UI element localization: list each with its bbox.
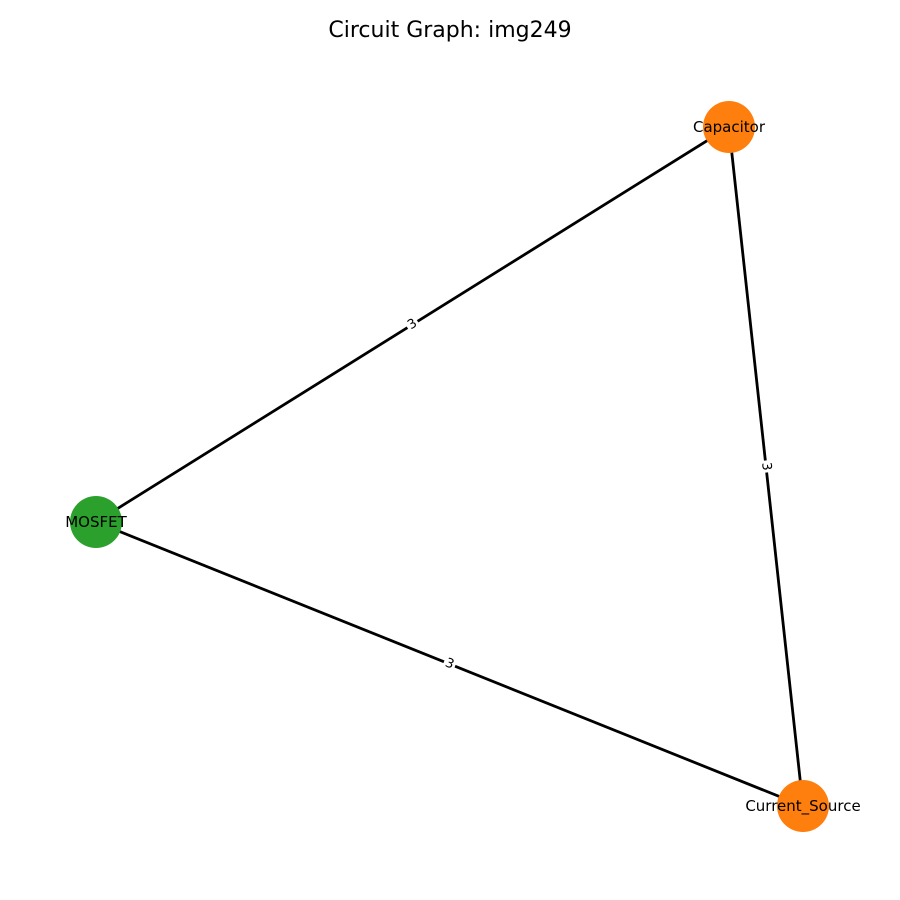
edge-label-background <box>403 315 422 334</box>
edge-label-group: 3 <box>441 654 458 674</box>
edge-weight-label: 3 <box>758 462 774 472</box>
node-label-mosfet: MOSFET <box>65 513 127 531</box>
edge-label-group: 3 <box>403 315 422 334</box>
node-label-capacitor: Capacitor <box>693 118 766 136</box>
graph-title: Circuit Graph: img249 <box>328 18 572 43</box>
edges-layer: 3 3 3 <box>95 125 805 808</box>
edge-label-background <box>757 459 775 474</box>
node-current_source <box>777 780 829 832</box>
node-capacitor <box>703 101 755 153</box>
node-label-current_source: Current_Source <box>745 797 860 816</box>
edge-label-group: 3 <box>757 459 775 474</box>
node-mosfet <box>70 496 122 548</box>
edge-label-background <box>441 654 458 674</box>
